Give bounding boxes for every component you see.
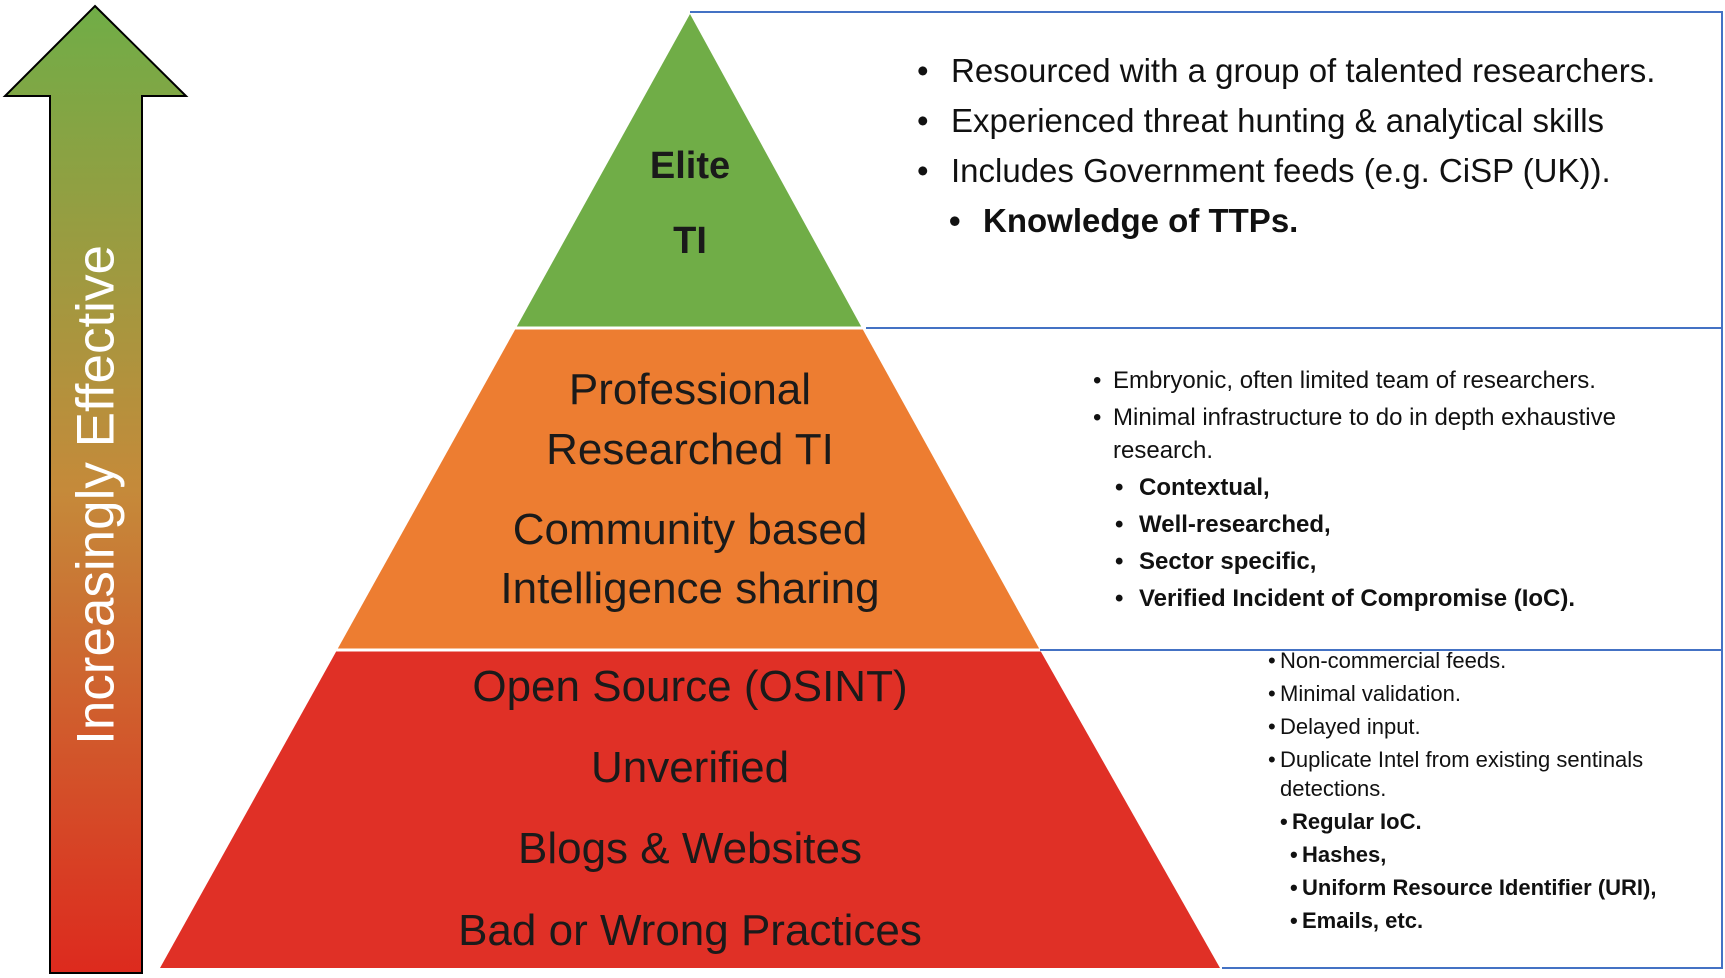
tier-bottom-label-line-3: Blogs & Websites xyxy=(518,824,862,873)
bullet-item: Experienced threat hunting & analytical … xyxy=(915,100,1705,141)
pyramid-tier-top xyxy=(516,14,862,328)
professional-ti-description: Embryonic, often limited team of researc… xyxy=(1093,364,1713,619)
bullet-item: Knowledge of TTPs. xyxy=(947,200,1705,241)
bullet-item: Resourced with a group of talented resea… xyxy=(915,50,1705,91)
tier-middle-label-line-3: Community based xyxy=(513,505,868,554)
tier-bottom-label-line-2: Unverified xyxy=(591,743,789,792)
bullet-item: Regular IoC. xyxy=(1280,807,1708,836)
tier-bottom-label-line-1: Open Source (OSINT) xyxy=(472,662,907,711)
professional-ti-bullet-list: Embryonic, often limited team of researc… xyxy=(1093,364,1713,615)
open-source-description: Non-commercial feeds. Minimal validation… xyxy=(1268,646,1708,939)
effectiveness-arrow xyxy=(2,4,189,974)
tier-bottom-label-line-4: Bad or Wrong Practices xyxy=(458,906,922,955)
bullet-item: Well-researched, xyxy=(1115,508,1713,541)
bullet-item: Non-commercial feeds. xyxy=(1268,646,1708,675)
pyramid-tier-bottom xyxy=(160,650,1220,968)
bullet-item: Verified Incident of Compromise (IoC). xyxy=(1115,582,1713,615)
arrow-label: Increasingly Effective xyxy=(67,245,126,745)
bullet-item: Embryonic, often limited team of researc… xyxy=(1093,364,1713,397)
tier-middle-label-line-1: Professional xyxy=(569,365,811,414)
bullet-item: Delayed input. xyxy=(1268,712,1708,741)
bullet-item: Minimal validation. xyxy=(1268,679,1708,708)
bullet-item: Includes Government feeds (e.g. CiSP (UK… xyxy=(915,150,1705,191)
open-source-bullet-list: Non-commercial feeds. Minimal validation… xyxy=(1268,646,1708,935)
tier-middle-label-line-2: Researched TI xyxy=(546,425,834,474)
bullet-item: Contextual, xyxy=(1115,471,1713,504)
tier-top-label-line-1: Elite xyxy=(650,145,730,187)
tier-middle-label-line-4: Intelligence sharing xyxy=(500,564,879,613)
elite-ti-bullet-list: Resourced with a group of talented resea… xyxy=(915,50,1705,241)
bullet-item: Hashes, xyxy=(1290,840,1708,869)
bullet-item: Uniform Resource Identifier (URI), xyxy=(1290,873,1708,902)
bullet-item: Duplicate Intel from existing sentinals … xyxy=(1268,745,1708,803)
bullet-item: Emails, etc. xyxy=(1290,906,1708,935)
elite-ti-description: Resourced with a group of talented resea… xyxy=(915,50,1705,250)
pyramid-tier-middle xyxy=(337,328,1040,650)
tier-top-label-line-2: TI xyxy=(673,220,707,262)
bullet-item: Minimal infrastructure to do in depth ex… xyxy=(1093,401,1713,467)
bullet-item: Sector specific, xyxy=(1115,545,1713,578)
